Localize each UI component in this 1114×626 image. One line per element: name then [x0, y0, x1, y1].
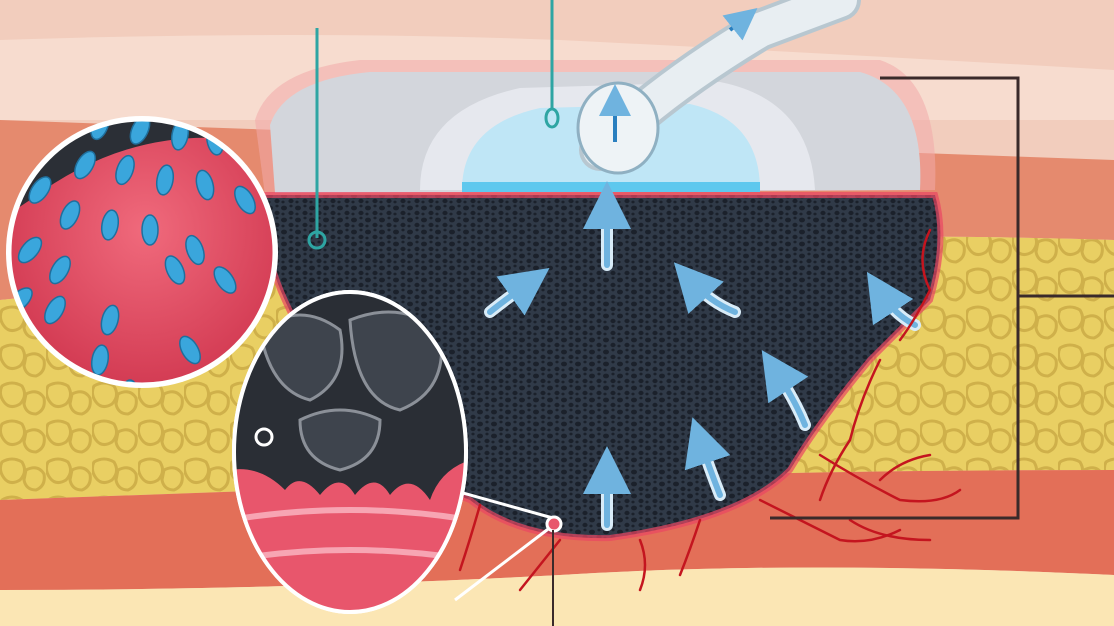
inset-anchor-dot-right: [547, 517, 561, 531]
bacterium: [142, 215, 158, 245]
pad-base: [462, 182, 760, 192]
tube-connector: [578, 83, 658, 173]
inset-anchor-dot: [256, 429, 272, 445]
